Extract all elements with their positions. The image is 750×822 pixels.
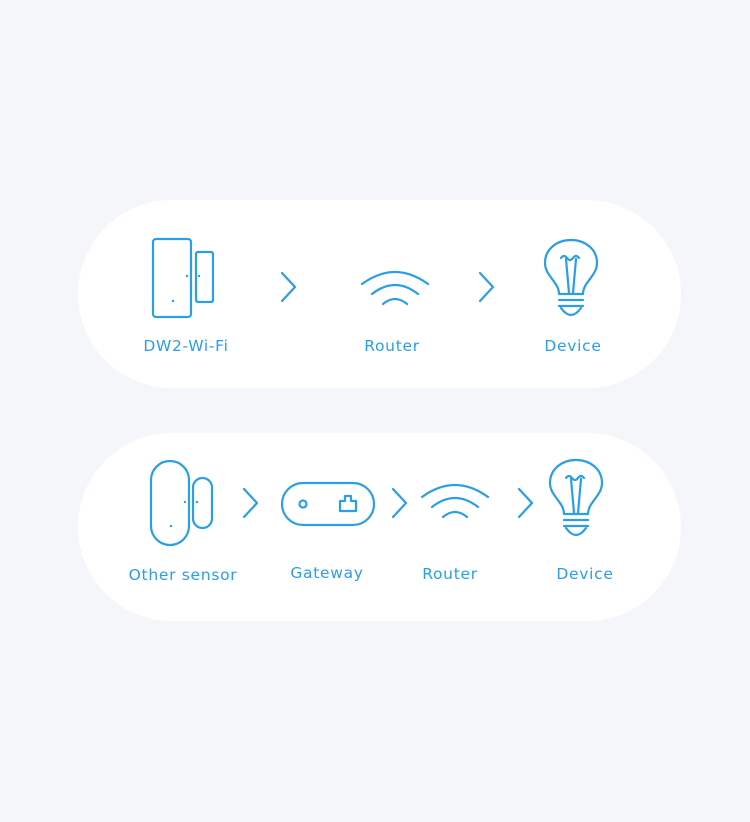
node-label-dw2: DW2-Wi-Fi [143,337,229,355]
chevron-right-icon [280,271,297,303]
gateway-icon [280,481,376,527]
node-label-other-sensor: Other sensor [128,566,238,584]
chevron-right-icon [242,487,259,519]
node-label-device: Device [544,337,602,355]
door-window-sensor-icon [151,237,215,319]
chevron-right-icon [517,487,534,519]
node-label-device: Device [556,565,614,583]
wifi-icon [420,484,490,519]
chevron-right-icon [478,271,495,303]
wifi-icon [360,271,430,306]
light-bulb-icon [543,238,599,317]
node-label-router: Router [422,565,478,583]
node-label-gateway: Gateway [290,564,364,582]
light-bulb-icon [548,458,604,537]
chevron-right-icon [391,487,408,519]
node-label-router: Router [364,337,420,355]
door-window-sensor-rounded-icon [149,459,214,547]
